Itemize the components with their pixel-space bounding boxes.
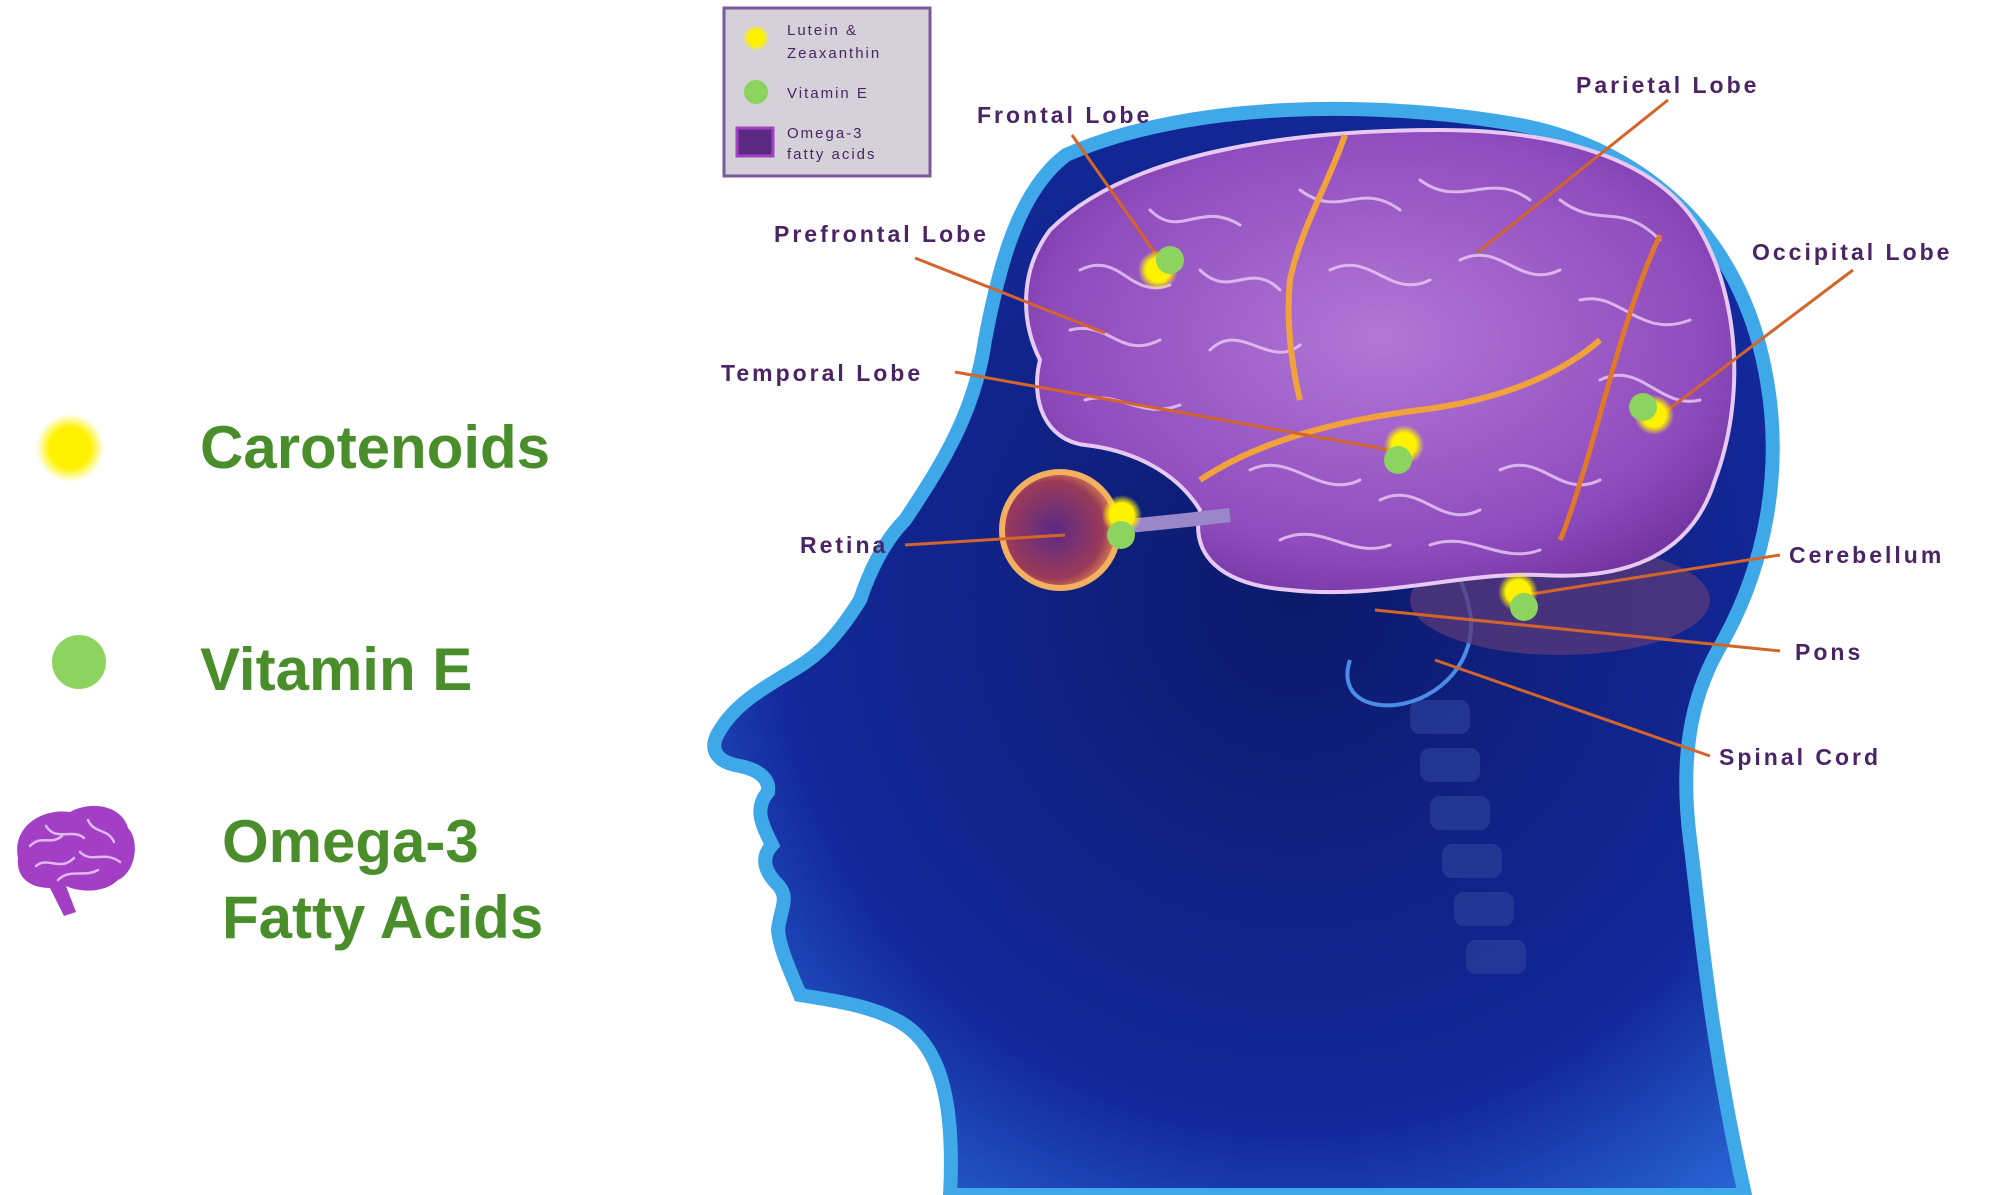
label-retina: Retina	[800, 532, 888, 558]
inset-lutein-line1: Lutein &	[787, 22, 858, 39]
label-prefrontal-lobe: Prefrontal Lobe	[774, 221, 989, 247]
inset-legend: Lutein & Zeaxanthin Vitamin E Omega-3 fa…	[724, 8, 930, 176]
lutein-marker-icon	[743, 25, 769, 51]
occipital-vitamin-e-dot	[1629, 393, 1657, 421]
inset-omega-line2: fatty acids	[787, 146, 877, 163]
omega3-label: Omega-3 Fatty Acids	[222, 804, 543, 956]
retina-vitamin-e-dot	[1107, 521, 1135, 549]
omega3-label-line1: Omega-3	[222, 804, 543, 880]
carotenoids-label: Carotenoids	[200, 410, 550, 486]
inset-omega-line1: Omega-3	[787, 125, 864, 142]
inset-omega-swatch-icon	[737, 128, 773, 156]
omega3-label-line2: Fatty Acids	[222, 880, 543, 956]
label-occipital-lobe: Occipital Lobe	[1752, 239, 1952, 265]
vitamin-e-marker-icon	[52, 635, 106, 689]
inset-lutein-line2: Zeaxanthin	[787, 45, 881, 62]
frontal-vitamin-e-dot	[1156, 246, 1184, 274]
inset-vitamin-e-icon	[744, 80, 768, 104]
label-temporal-lobe: Temporal Lobe	[721, 360, 923, 386]
label-pons: Pons	[1795, 639, 1863, 665]
eye	[1002, 472, 1118, 588]
cerebellum-vitamin-e-dot	[1510, 593, 1538, 621]
label-parietal-lobe: Parietal Lobe	[1576, 72, 1759, 98]
label-frontal-lobe: Frontal Lobe	[977, 102, 1152, 128]
brain-icon	[17, 806, 135, 916]
vitamin-e-label: Vitamin E	[200, 632, 472, 708]
label-spinal-cord: Spinal Cord	[1719, 744, 1881, 770]
temporal-vitamin-e-dot	[1384, 446, 1412, 474]
label-cerebellum: Cerebellum	[1789, 542, 1944, 568]
carotenoid-marker-icon	[36, 414, 104, 482]
inset-vitamin-e-label: Vitamin E	[787, 85, 869, 102]
